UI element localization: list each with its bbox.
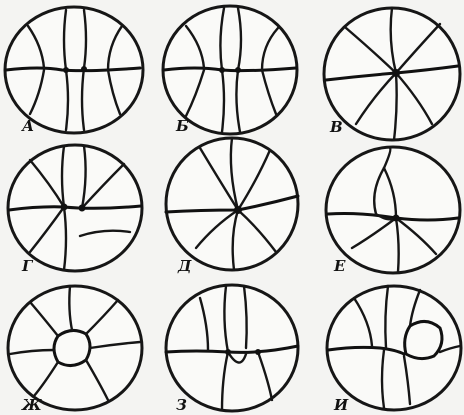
cell-junction — [61, 204, 68, 211]
cell-junction — [225, 349, 231, 355]
cell-junction — [63, 67, 69, 73]
panel-label: А — [21, 117, 34, 135]
embryo-outline — [326, 147, 460, 273]
panel-v: В — [324, 8, 460, 140]
cell-junction — [255, 349, 261, 355]
panel-label: Б — [175, 117, 189, 135]
cell-junction — [392, 69, 400, 77]
panel-label: И — [333, 396, 349, 414]
panel-b: Б — [163, 6, 297, 135]
panel-i: И — [327, 286, 461, 414]
cell-junction — [235, 67, 241, 73]
cell-junction — [79, 205, 86, 212]
panel-d: Д — [166, 138, 298, 275]
cell-junction — [81, 66, 87, 72]
panel-label: Д — [177, 257, 192, 275]
panel-z: З — [166, 285, 298, 414]
cell-junction — [234, 206, 242, 214]
panel-label: В — [329, 118, 343, 136]
panel-e: Е — [326, 147, 460, 275]
panel-label: З — [176, 396, 187, 414]
panel-g: Г — [8, 145, 142, 275]
embryo-outline — [166, 285, 298, 411]
panel-label: Ж — [21, 396, 42, 414]
panel-label: Е — [333, 257, 346, 275]
panel-label: Г — [21, 257, 34, 275]
panel-zh: Ж — [8, 286, 142, 414]
panel-a: А — [5, 7, 143, 135]
cell-junction — [219, 67, 225, 73]
embryo-outline — [8, 286, 142, 410]
cell-junction — [393, 215, 400, 222]
